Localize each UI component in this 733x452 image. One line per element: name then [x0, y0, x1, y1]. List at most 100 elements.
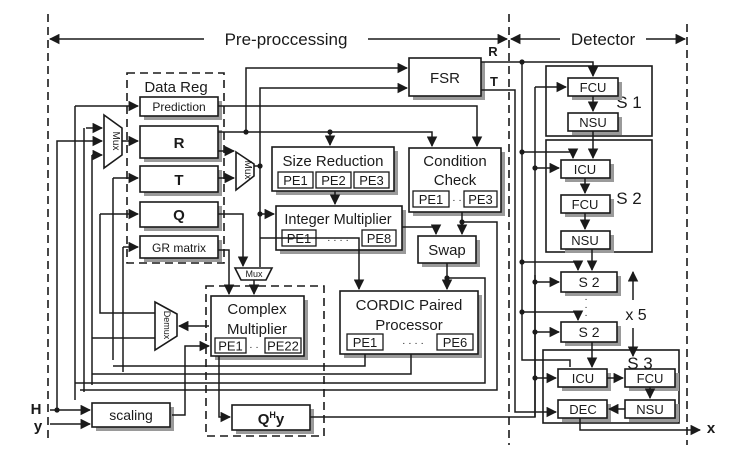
cordic-pe-1: PE1 [346, 333, 384, 351]
rt-mux: Mux [235, 150, 255, 192]
q-register: Q [139, 201, 222, 231]
r-register-label: R [174, 135, 185, 152]
complex-multiplier-pe-1: PE1 [214, 337, 247, 354]
condition-check-pe-1: PE1 [412, 190, 450, 208]
input-y-label: y [34, 418, 43, 435]
demux-label: Demux [162, 311, 172, 340]
s2-nsu [560, 230, 614, 253]
im-to-swap [402, 224, 442, 236]
swap-block: Swap [417, 235, 480, 267]
fsr-block: FSR [408, 57, 485, 100]
detector-label: Detector [571, 30, 636, 49]
complex-multiplier-pe-22: PE22 [264, 337, 302, 354]
cordic-pe6-out [92, 354, 412, 375]
s3-nsu-label: NSU [636, 402, 663, 417]
r-distribution [521, 62, 571, 367]
size-reduction-pe-1: PE1 [277, 171, 314, 189]
to-cordic [260, 237, 365, 291]
r-to-cc [395, 131, 438, 148]
cordic-pe-1-label: PE1 [353, 335, 378, 350]
input-h-label: H [31, 401, 42, 418]
fsr-r-out [481, 61, 599, 78]
prediction-to-cc [218, 105, 483, 148]
cm-input-mux-label: Mux [245, 269, 263, 279]
gr-matrix-register-label: GR matrix [152, 241, 206, 255]
integer-multiplier-pe-8-label: PE8 [367, 231, 392, 246]
qhy-label: QHy [258, 410, 285, 428]
complex-multiplier-title-1: Complex [227, 301, 287, 318]
s3-dec [557, 399, 611, 422]
r-register: R [139, 125, 222, 162]
h-to-input-mux [56, 135, 104, 410]
junction-dot [257, 211, 263, 217]
condition-check-pe-3-label: PE3 [468, 192, 493, 207]
s3-fcu-label: FCU [637, 371, 664, 386]
input-mux: Mux [103, 113, 123, 170]
s3-dec-label: DEC [569, 402, 596, 417]
vertical-ellipsis: · [584, 310, 587, 321]
data-reg-title: Data Reg [144, 79, 207, 96]
s2-icu [560, 159, 614, 182]
cordic-title-2: Processor [375, 317, 443, 334]
condition-check-ellipsis: · · [452, 195, 461, 206]
t-to-fsr [259, 82, 409, 166]
gr-to-cm [218, 249, 235, 296]
repeat-count-label: x 5 [625, 307, 646, 324]
scaling-to-cm [172, 340, 211, 416]
s2-icu-label: ICU [574, 162, 596, 177]
size-reduction-title: Size Reduction [283, 153, 384, 170]
prediction-register-label: Prediction [152, 100, 205, 114]
cordic-pe1-out [113, 354, 366, 367]
scaling-block: scaling [91, 402, 174, 431]
r-to-s2-icu [522, 148, 579, 160]
q-feed [99, 214, 155, 314]
s2-nsu-label: NSU [571, 233, 598, 248]
s2-label: S 2 [616, 189, 642, 208]
s2-fcu-label: FCU [572, 197, 599, 212]
q-to-mux [218, 213, 249, 268]
cordic-ellipsis: · · · · [402, 338, 424, 349]
integer-multiplier-ellipsis: · · · · [327, 235, 349, 246]
complex-multiplier-ellipsis: · · [249, 342, 258, 353]
integer-multiplier-title: Integer Multiplier [284, 212, 391, 228]
fsr-label: FSR [430, 70, 460, 87]
cc-feedback [80, 221, 498, 391]
s3-icu [557, 368, 611, 391]
rt-mux-out [254, 165, 261, 267]
size-reduction-pe-2: PE2 [315, 171, 352, 189]
condition-check-title-2: Check [434, 172, 477, 189]
the-t-register: T [139, 165, 222, 196]
scaling-label: scaling [109, 407, 153, 423]
preprocessing-label: Pre-proccessing [225, 30, 348, 49]
prediction-register: Prediction [139, 96, 222, 120]
size-reduction-pe-3: PE3 [353, 171, 390, 189]
s1-label: S 1 [616, 93, 642, 112]
complex-multiplier-title-2: Multiplier [227, 321, 287, 338]
swap-feedback [75, 277, 486, 384]
input-mux-label: Mux [110, 132, 121, 151]
swap-label: Swap [428, 242, 466, 259]
r-to-s2a [522, 260, 584, 272]
s2-repeat-first [560, 271, 621, 296]
condition-check-title-1: Condition [423, 153, 486, 170]
s1-nsu-label: NSU [579, 115, 606, 130]
gr-matrix-register: GR matrix [139, 235, 222, 262]
s2-fcu [560, 194, 614, 217]
complex-multiplier-container [205, 285, 325, 437]
demux: Demux [154, 300, 178, 352]
condition-check-pe-1-label: PE1 [419, 192, 444, 207]
cm-input-mux: Mux [233, 267, 274, 281]
fsr-t-output-label: T [490, 74, 498, 89]
s1-fcu [567, 77, 622, 100]
size-reduction-pe-1-label: PE1 [283, 173, 308, 188]
cm-to-qhy [218, 356, 232, 423]
q-register-label: Q [173, 207, 185, 224]
s3-fcu [624, 368, 679, 391]
fsr-r-output-label: R [488, 44, 498, 59]
s1-nsu [567, 112, 622, 135]
s3-icu-label: ICU [572, 371, 594, 386]
s2-repeat-first-label: S 2 [578, 274, 599, 290]
s1-fcu-label: FCU [580, 80, 607, 95]
rt-mux-label: Mux [242, 161, 253, 180]
